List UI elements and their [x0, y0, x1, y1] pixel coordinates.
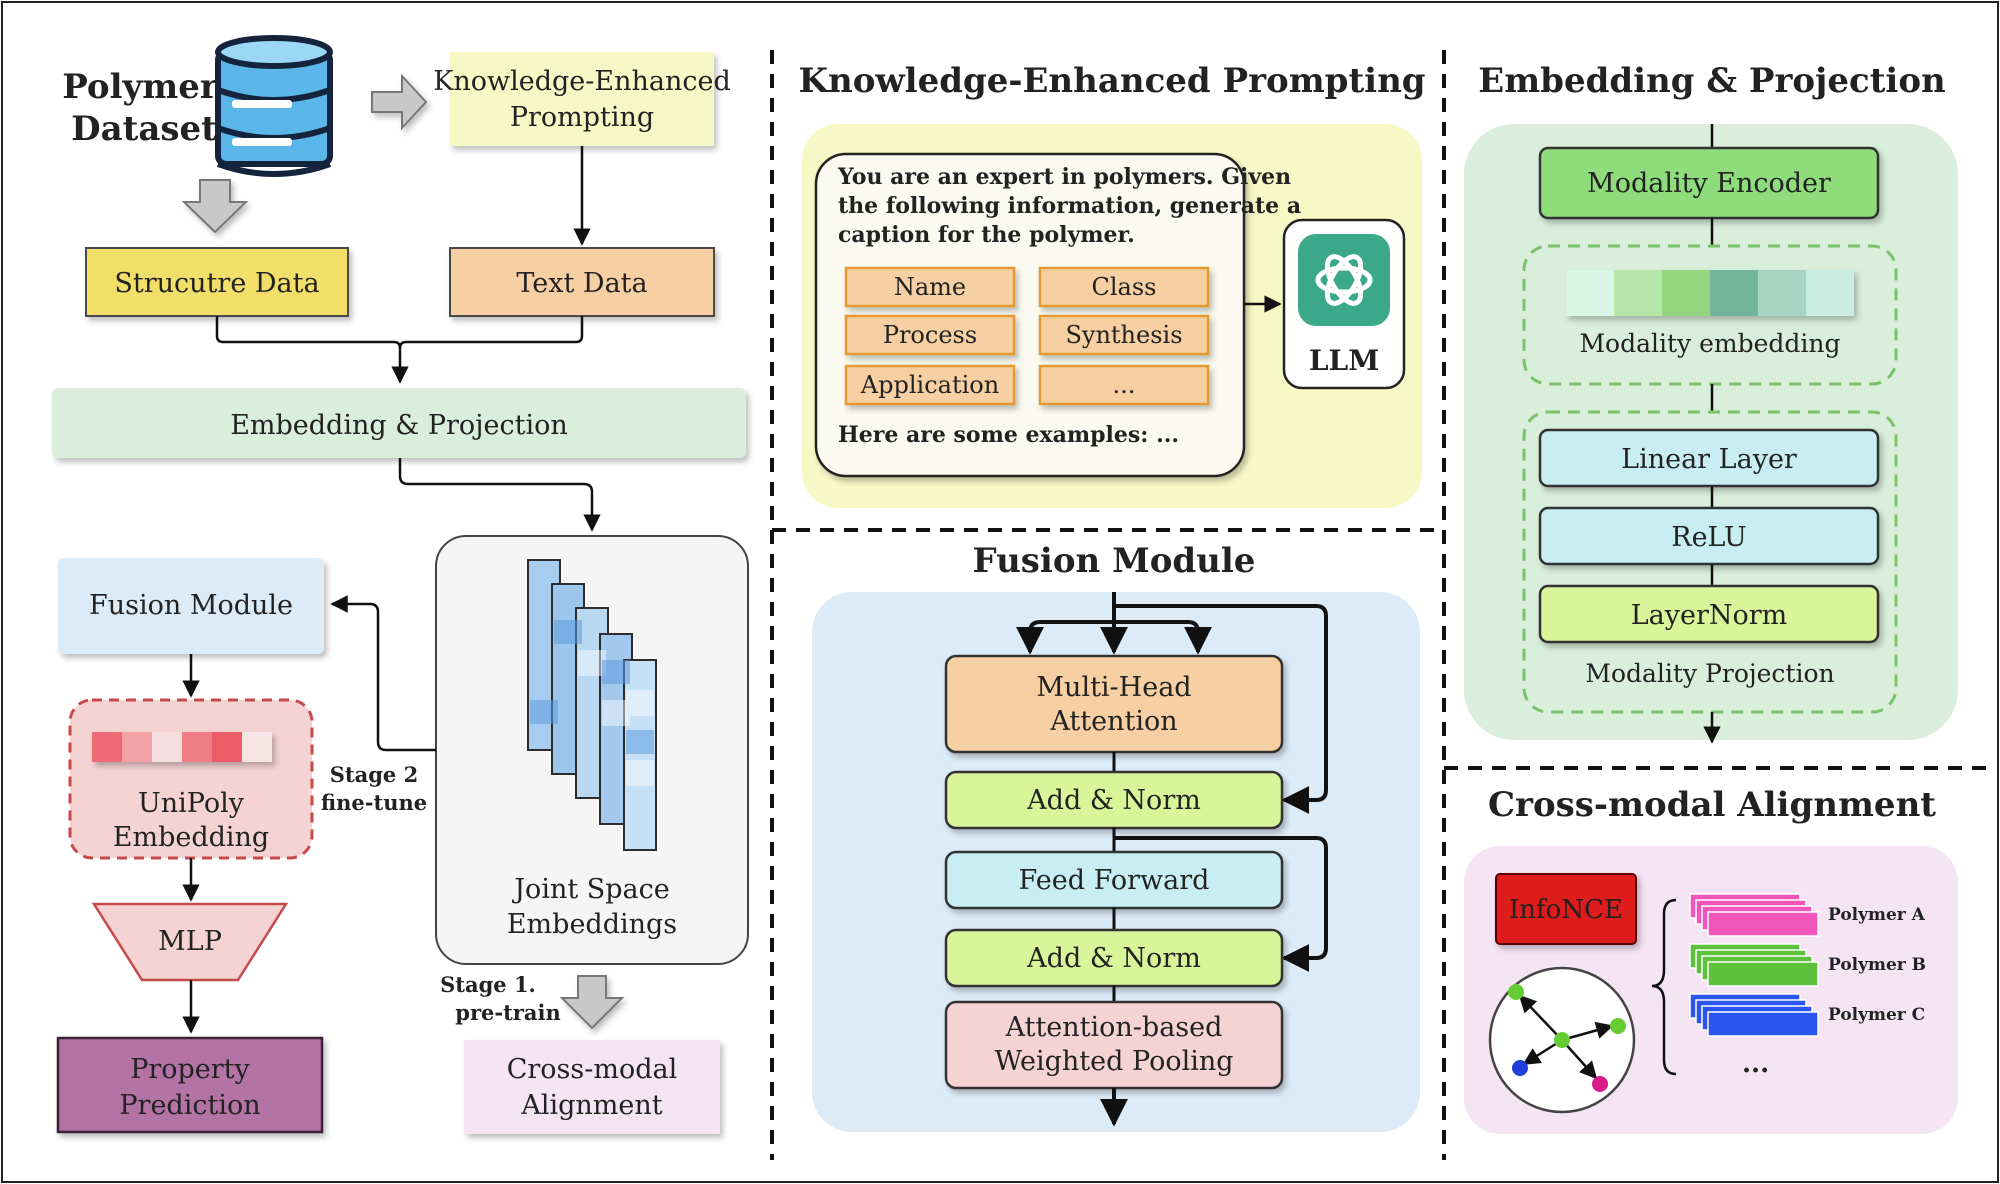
gray-arrow-down [181, 179, 249, 234]
structure-data-label: Strucutre Data [114, 268, 319, 299]
gray-arrow-stage1 [559, 975, 625, 1030]
field-class [1038, 266, 1210, 308]
add-norm-1-label: Add & Norm [1026, 785, 1201, 816]
linear-box [1538, 428, 1880, 488]
embedding-projection-bar [52, 388, 746, 458]
polymer-b-label: Polymer B [1828, 955, 1926, 975]
relu-label: ReLU [1671, 522, 1747, 553]
gray-arrow-right [371, 73, 428, 131]
field-name-label: Name [894, 273, 966, 301]
field-class-label: Class [1092, 273, 1157, 301]
layernorm-label: LayerNorm [1631, 600, 1788, 631]
field-synthesis [1038, 314, 1210, 356]
examples-text: Here are some examples: ... [838, 422, 1179, 448]
embedding-projection-label: Embedding & Projection [230, 410, 568, 441]
infonce-label: InfoNCE [1509, 895, 1623, 925]
relu-box [1538, 506, 1880, 566]
encoder-label: Modality Encoder [1587, 168, 1831, 199]
kep-panel-title: Knowledge-Enhanced Prompting [798, 61, 1425, 101]
modality-embedding-vector [1566, 270, 1854, 316]
prompt-fields: Name Class Process Synthesis Application… [844, 266, 1210, 406]
infonce-box [1495, 873, 1637, 945]
fusion-panel-title: Fusion Module [973, 541, 1256, 581]
polymer-b-stack [1689, 943, 1819, 987]
panel-separators [770, 50, 1996, 1160]
mha-box [944, 654, 1284, 754]
add-norm-2-label: Add & Norm [1026, 943, 1201, 974]
projection-label: Modality Projection [1585, 659, 1834, 688]
unipoly-vector [92, 732, 272, 762]
polymer-a-label: Polymer A [1828, 905, 1926, 925]
field-application [844, 364, 1016, 406]
brace [1651, 898, 1677, 1076]
field-more-label: ... [1113, 371, 1136, 399]
polymer-c-stack [1689, 993, 1819, 1037]
emb-panel-title: Embedding & Projection [1478, 61, 1945, 101]
field-synthesis-label: Synthesis [1065, 321, 1182, 349]
fusion-module-label: Fusion Module [89, 590, 293, 621]
property-prediction-box [56, 1036, 324, 1134]
mlp-label: MLP [158, 926, 222, 957]
layernorm-box [1538, 584, 1880, 644]
joint-embedding-stack [527, 559, 657, 851]
encoder-box [1538, 146, 1880, 220]
field-more [1038, 364, 1210, 406]
field-process-label: Process [883, 321, 977, 349]
mlp-block [91, 902, 289, 982]
text-data-box [449, 247, 715, 317]
polymer-a-stack [1689, 893, 1819, 937]
fusion-module-box [58, 558, 324, 654]
llm-label: LLM [1309, 344, 1379, 377]
embedding-label: Modality embedding [1579, 329, 1840, 358]
emb-panel: Embedding & Projection Modality Encoder … [1464, 61, 1958, 744]
feed-forward-label: Feed Forward [1019, 865, 1210, 896]
kep-box [450, 52, 714, 146]
field-process [844, 314, 1016, 356]
alignment-graph-icon [1488, 966, 1636, 1114]
polymer-c-label: Polymer C [1828, 1005, 1925, 1025]
polymer-ellipsis: ... [1742, 1049, 1769, 1079]
field-name [844, 266, 1016, 308]
llm-icon [1298, 234, 1390, 326]
text-data-label: Text Data [516, 268, 647, 299]
database-icon [215, 35, 333, 177]
field-application-label: Application [860, 371, 999, 399]
stage1-label: Stage 1.pre-train [440, 972, 561, 1025]
cross-modal-box [464, 1040, 720, 1134]
kep-panel: Knowledge-Enhanced Prompting You are an … [798, 61, 1426, 508]
cma-panel-title: Cross-modal Alignment [1488, 785, 1936, 825]
llm-logo [1315, 254, 1373, 306]
cma-panel: Cross-modal Alignment InfoNCE Pol [1464, 785, 1958, 1134]
structure-data-box [85, 247, 349, 317]
linear-label: Linear Layer [1621, 444, 1797, 475]
